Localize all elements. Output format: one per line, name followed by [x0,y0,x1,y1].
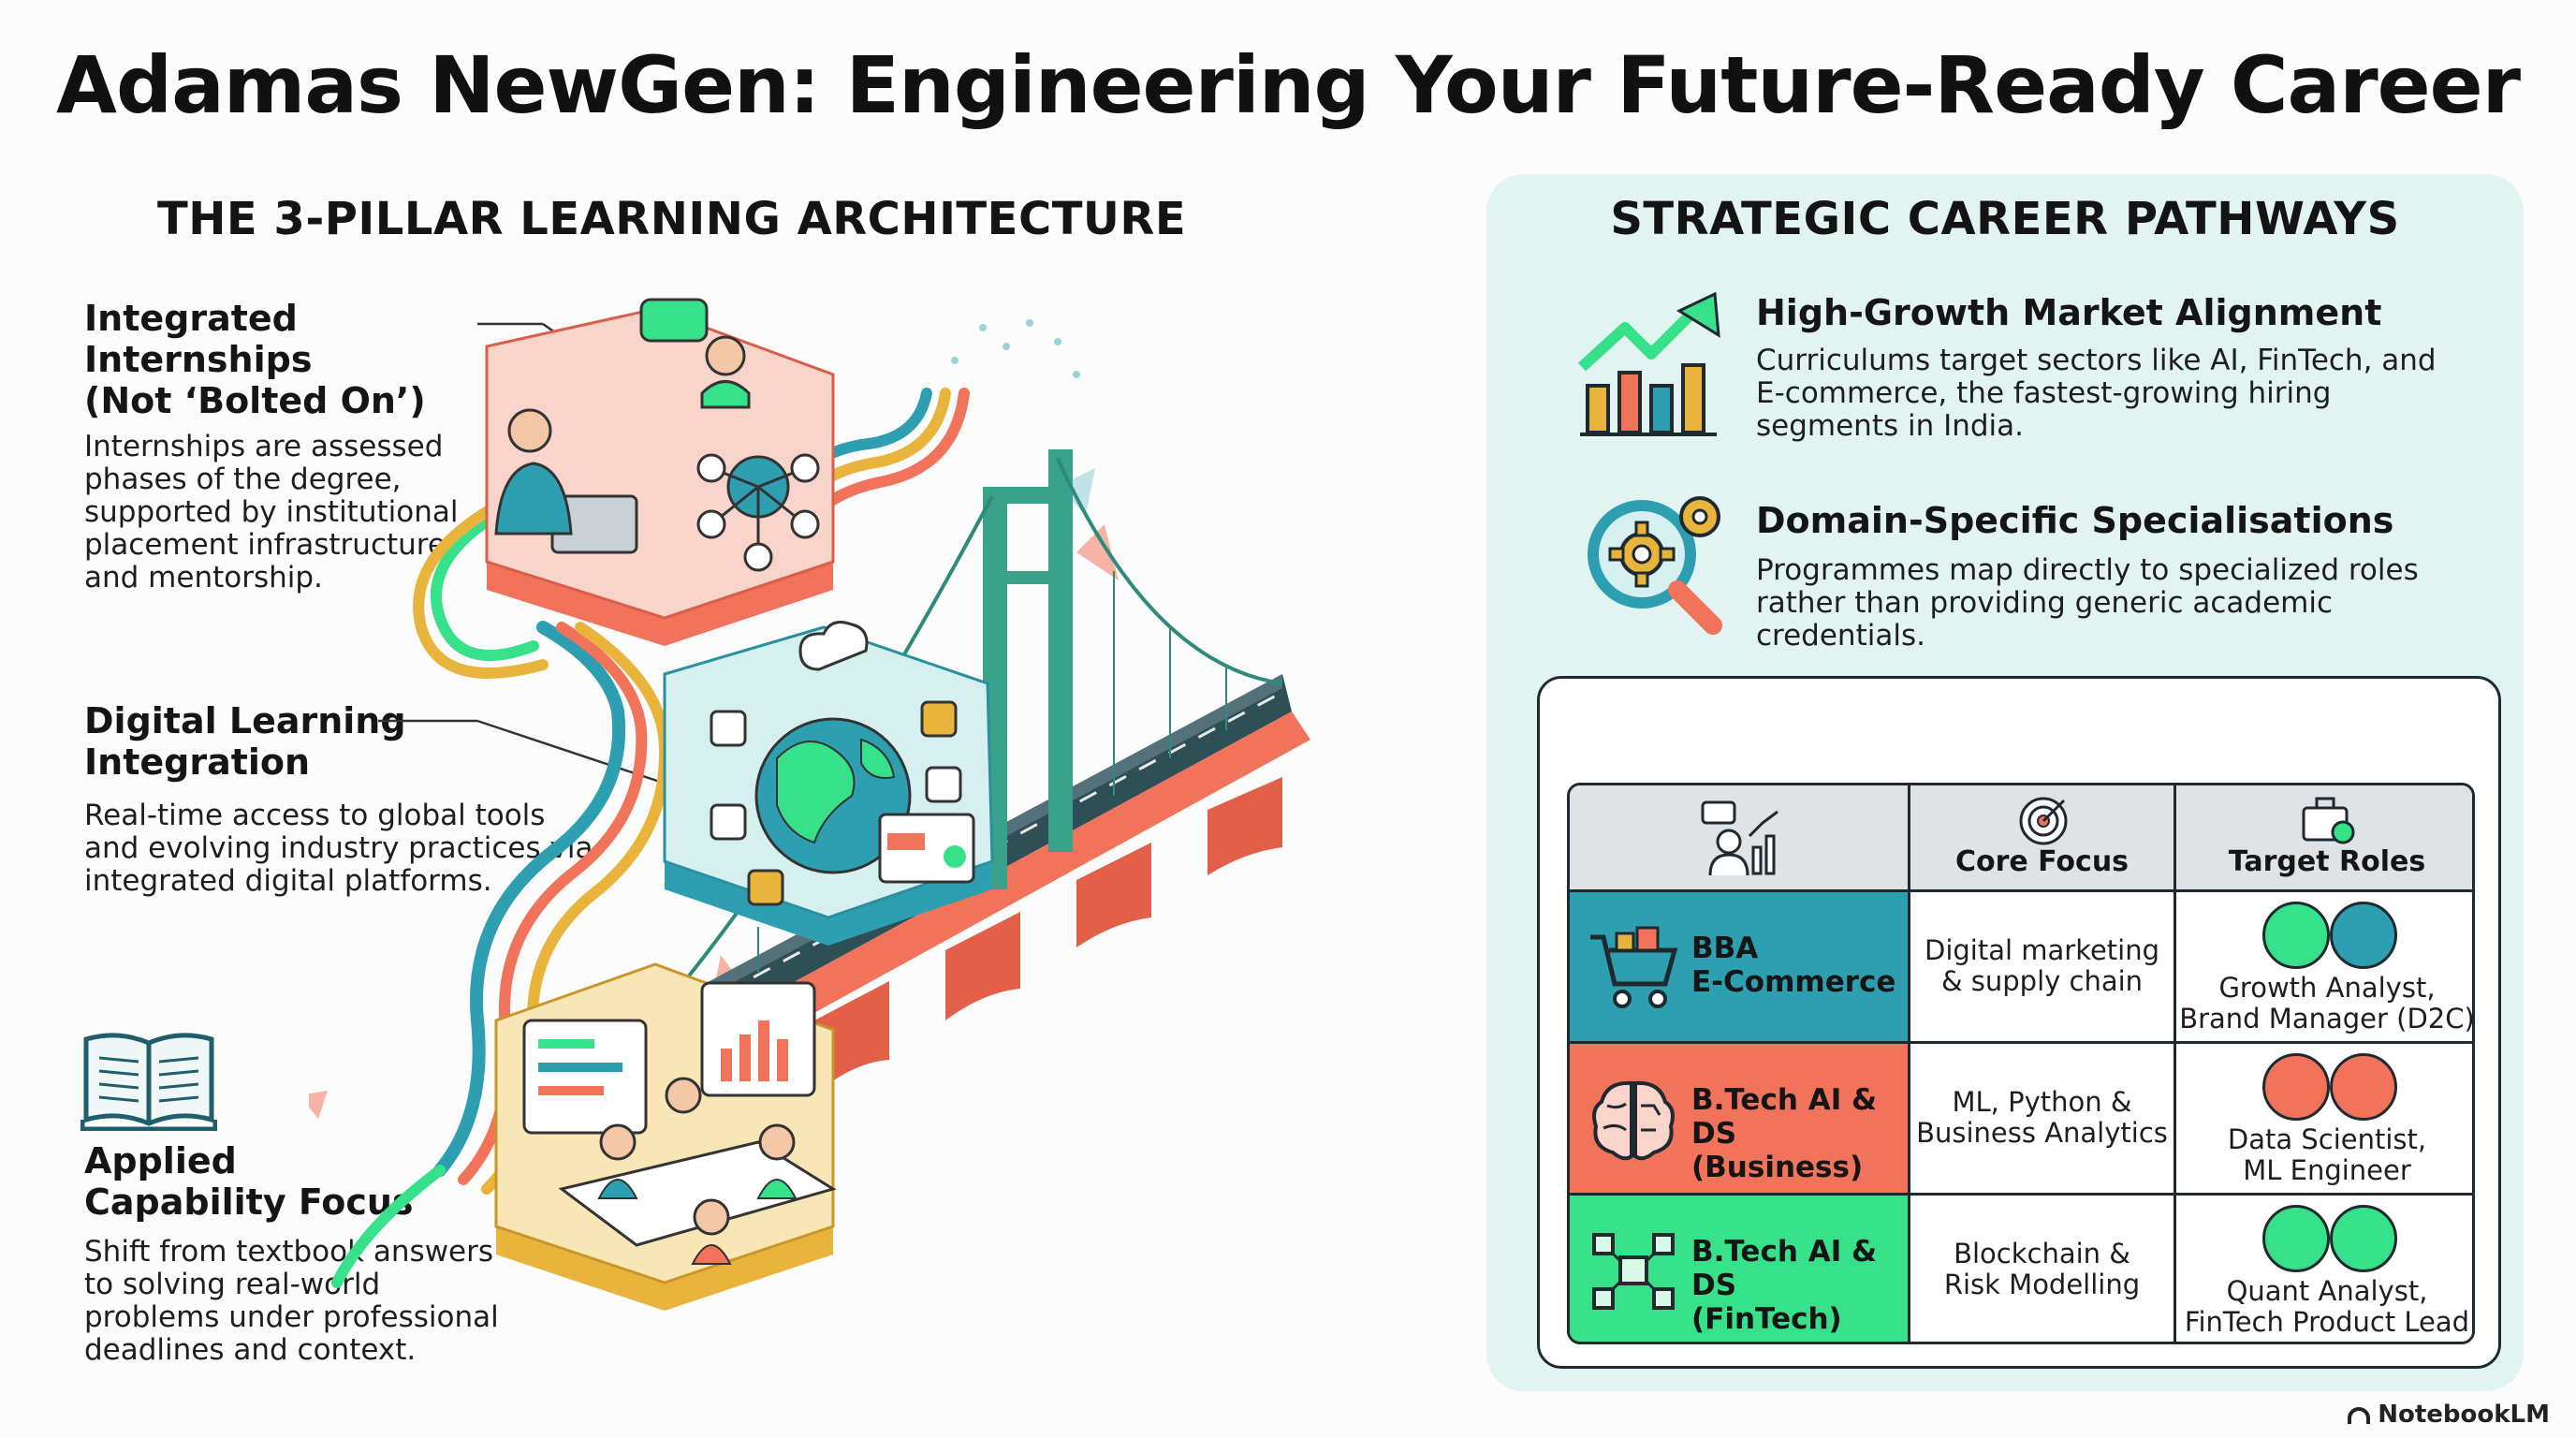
notebooklm-brand: NotebookLM [2348,1401,2550,1429]
learning-architecture-illustration [309,298,1310,1311]
magnifier-gear-icon [1588,496,1722,635]
page-title: Adamas NewGen: Engineering Your Future-R… [55,39,2521,131]
pathway-body: Programmes map directly to specialized r… [1756,553,2419,653]
blockchain-icon [1592,1233,1675,1310]
program-table: Core Focus Target Roles BBA E-Commerce D… [1567,783,2475,1344]
pillar-title: Integrated Internships (Not ‘Bolted On’) [84,298,426,421]
left-section-heading: THE 3-PILLAR LEARNING ARCHITECTURE [157,193,1187,245]
open-book-icon [80,1033,217,1131]
program-cell-bba: BBA E-Commerce [1570,892,1910,1044]
program-name: B.Tech AI & DS (FinTech) [1691,1235,1878,1336]
pillar-body: Internships are assessed phases of the d… [84,430,459,594]
core-focus-cell: Digital marketing & supply chain [1910,892,2176,1044]
pathway-title: High-Growth Market Alignment [1756,292,2382,333]
presenter-chart-icon [1701,800,1778,876]
header-target-roles: Target Roles [2228,845,2426,878]
core-focus-cell: ML, Python & Business Analytics [1910,1044,2176,1196]
brain-circuit-icon [1592,1080,1675,1161]
digital-learning-hexagon [663,621,994,946]
pathway-body: Curriculums target sectors like AI, FinT… [1756,344,2437,443]
pillar-applied-capability: Applied Capability Focus Shift from text… [84,1140,524,1367]
target-roles-cell: Data Scientist, ML Engineer [2176,1044,2472,1196]
pillar-body: Real-time access to global tools and evo… [84,799,593,898]
header-target-roles-cell: Target Roles [2176,785,2472,892]
target-roles-cell: Quant Analyst, FinTech Product Lead [2176,1196,2472,1342]
program-cell-btech-business: B.Tech AI & DS (Business) [1570,1044,1910,1196]
briefcase-icon [2302,797,2355,844]
program-name: B.Tech AI & DS (Business) [1691,1083,1878,1184]
avatar [2262,902,2330,969]
target-icon [2019,797,2068,845]
header-core-focus-cell: Core Focus [1910,785,2176,892]
avatar [2330,1053,2397,1121]
pillar-internships: Integrated Internships (Not ‘Bolted On’)… [84,298,515,594]
pillar-digital-learning: Digital Learning Integration Real-time a… [84,700,608,898]
internships-hexagon [485,298,835,646]
pillar-title: Applied Capability Focus [84,1140,414,1223]
target-roles-cell: Growth Analyst, Brand Manager (D2C) [2176,892,2472,1044]
growth-chart-icon [1577,292,1720,436]
program-name: BBA E-Commerce [1691,932,1896,999]
pillar-body: Shift from textbook answers to solving r… [84,1235,499,1367]
avatar [2262,1205,2330,1272]
core-focus-cell: Blockchain & Risk Modelling [1910,1196,2176,1342]
program-cell-btech-fintech: B.Tech AI & DS (FinTech) [1570,1196,1910,1342]
shopping-cart-icon [1590,926,1678,1008]
applied-capability-hexagon [494,962,837,1311]
pathway-title: Domain-Specific Specialisations [1756,500,2394,541]
pillar-title: Digital Learning Integration [84,700,406,783]
avatar [2330,902,2397,969]
avatar [2330,1205,2397,1272]
notebooklm-logo-icon [2348,1407,2371,1424]
header-core-focus: Core Focus [1954,845,2130,878]
right-section-heading: STRATEGIC CAREER PATHWAYS [1610,193,2400,245]
avatar [2262,1053,2330,1121]
header-program-cell [1570,785,1910,892]
